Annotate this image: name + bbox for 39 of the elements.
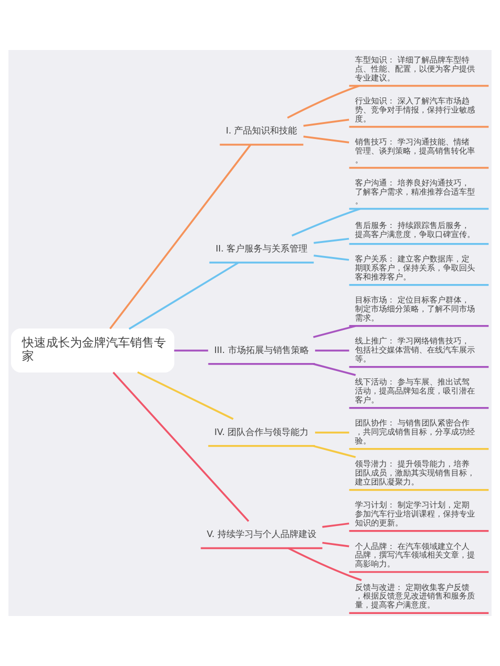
connector (137, 371, 234, 420)
connector (288, 547, 362, 582)
node-text: 反馈与改进： 定期收集客户反馈，根据反馈意见改进销售和服务质量，提高客户满意度。 (355, 582, 476, 610)
connector (313, 325, 356, 338)
node-text: 团队协作： 与销售团队紧密合作，共同完成销售目标，分享成功经验。 (355, 418, 476, 446)
connector (112, 372, 250, 522)
node-text: V. 持续学习与个人品牌建设 (206, 530, 316, 540)
connector (287, 85, 360, 119)
node-text: I. 产品知识和技能 (226, 126, 298, 137)
node-text: 售后服务： 持续跟踪售后服务，提高客户满意度，争取口碑宣传。 (355, 220, 476, 240)
node-text: 线上推广： 学习网络销售技巧，包括社交媒体营销、在线汽车展示等。 (355, 336, 476, 364)
node-text: 销售技巧： 学习沟通技能、情绪管理、谈判策略，提高销售转化率。 (355, 136, 476, 164)
node-text: 领导潜力： 提升领导能力，培养团队成员，激励其实现销售目标，建立团队凝聚力。 (355, 458, 476, 487)
connector (322, 522, 350, 528)
connector (315, 432, 350, 434)
connector (128, 262, 239, 330)
node-text: 学习计划： 制定学习计划，定期参加汽车行业培训课程，保持专业知识的更新。 (355, 500, 476, 528)
connector (174, 350, 208, 352)
connector (303, 136, 350, 144)
node-text: 目标市场： 定位目标客户群体，制定市场细分策略，了解不同市场需求。 (355, 294, 476, 323)
node-text: 客户关系： 建立客户数据库，定期联系客户，保持关系，争取回头客和推荐客户。 (355, 254, 476, 282)
connector (313, 363, 356, 376)
connector (314, 238, 350, 244)
node-text: 客户沟通： 培养良好沟通技巧，了解客户需求，精准推荐合适车型。 (355, 178, 476, 206)
node-text: III. 市场拓展与销售策略 (214, 346, 309, 356)
connector (315, 350, 350, 352)
node-text: 线下活动： 参与车展、推出试驾活动，提高品牌知名度，吸引潜在客户。 (355, 376, 476, 405)
connector (322, 542, 350, 548)
connector (292, 208, 360, 236)
connector (313, 445, 356, 458)
node-text: II. 客户服务与关系管理 (216, 244, 308, 254)
connector (109, 144, 252, 330)
connector (303, 118, 350, 127)
node-text: IV. 团队合作与领导能力 (214, 428, 309, 438)
node-text: 个人品牌： 在汽车领域建立个人品牌，撰写汽车领域相关文章，提高影响力。 (355, 540, 476, 569)
node-text: 行业知识： 深入了解汽车市场趋势、竞争对手情报，保持行业敏感度。 (355, 96, 476, 124)
connector (314, 254, 350, 261)
node-text: 车型知识： 详细了解品牌车型特点、性能、配置，以便为客户提供专业建议。 (355, 54, 476, 82)
node-box: 快速成长为金牌汽车销售专家 (11, 328, 174, 373)
